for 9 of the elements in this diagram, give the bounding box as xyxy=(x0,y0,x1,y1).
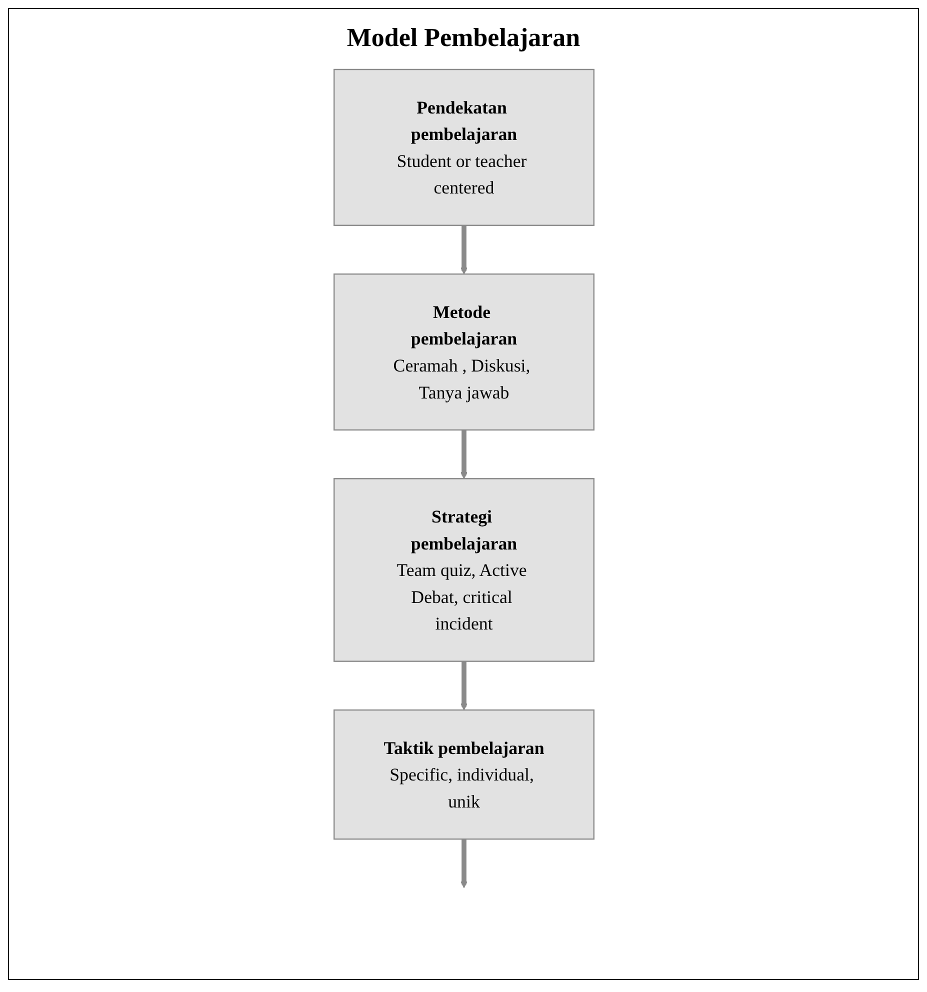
node-box: Pendekatan pembelajaran Student or teacher centered xyxy=(333,68,594,226)
node-box: Taktik pembelajaran Specific, individual, unik xyxy=(333,709,594,840)
diagram-title: Model Pembelajaran xyxy=(346,23,580,53)
node-box: Strategi pembelajaran Team quiz, Active Debat, critical incident xyxy=(333,478,594,662)
arrow xyxy=(460,225,468,274)
arrow xyxy=(460,839,468,888)
node-box: Metode pembelajaran Ceramah , Diskusi, Tanya jawab xyxy=(333,273,594,431)
arrow xyxy=(460,430,468,479)
arrow xyxy=(460,661,468,710)
